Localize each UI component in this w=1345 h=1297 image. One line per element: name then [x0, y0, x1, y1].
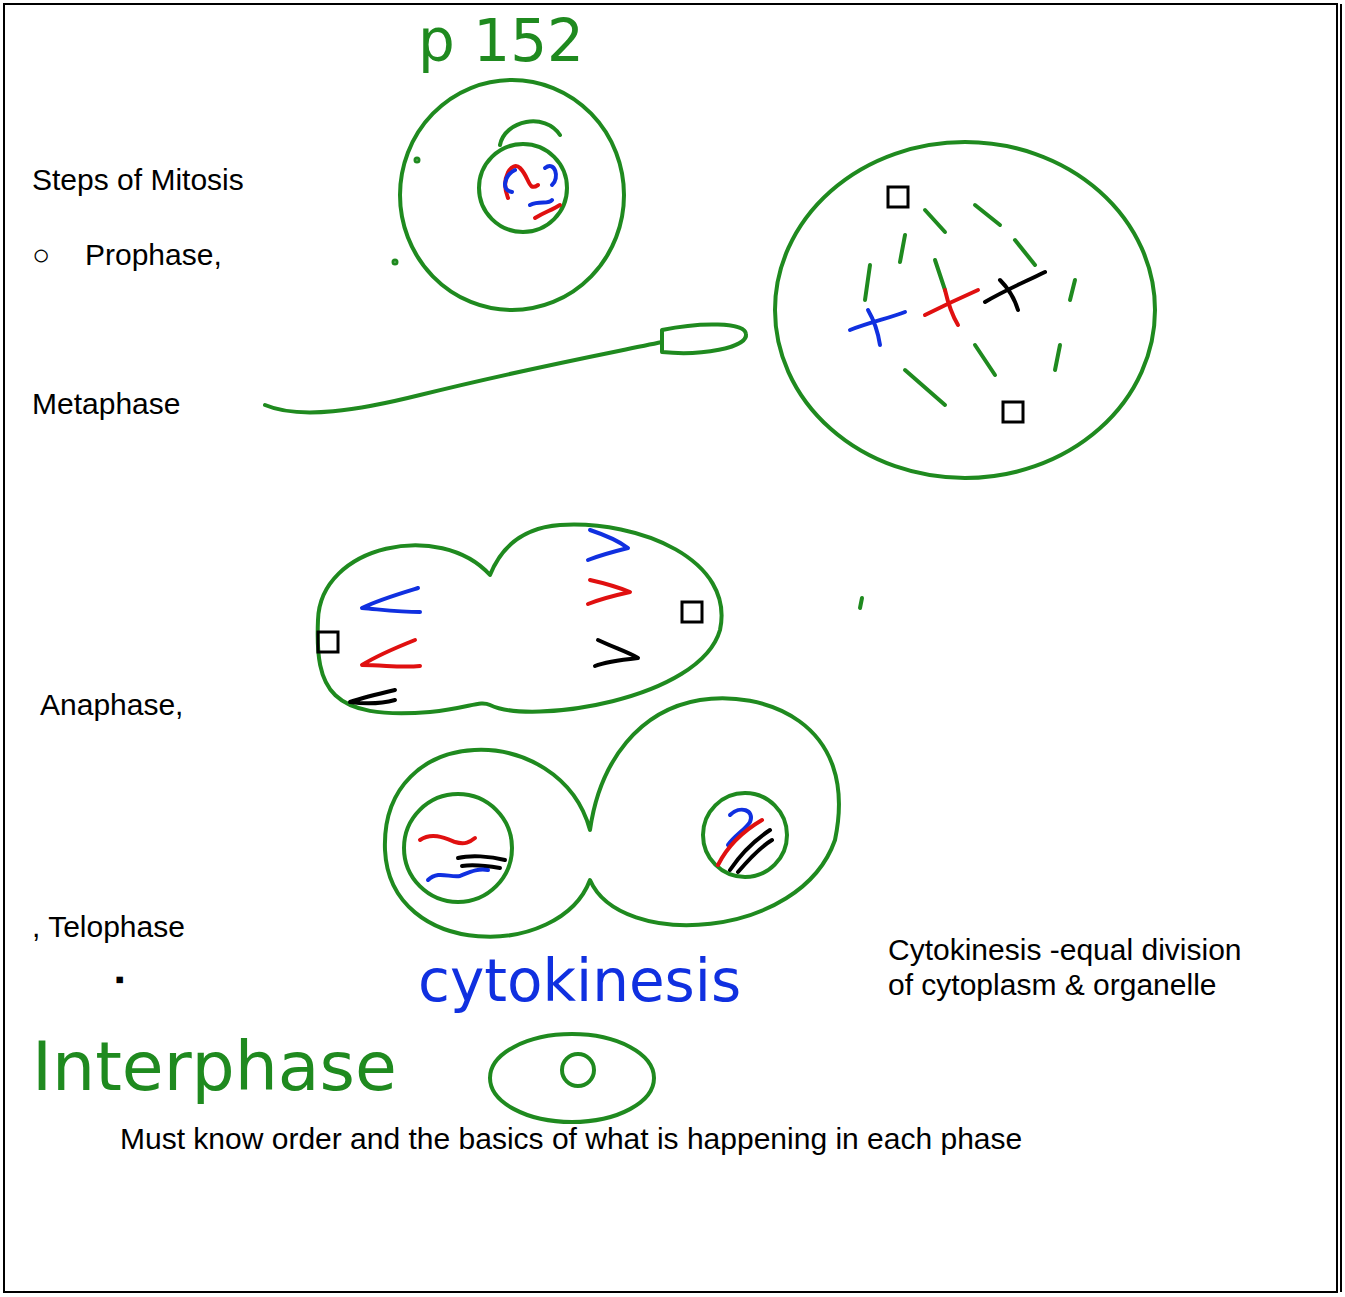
drawing-stroke — [1340, 4, 1342, 1292]
drawing-stroke — [860, 598, 862, 608]
drawing-stroke — [385, 698, 839, 936]
drawing-stroke — [888, 187, 908, 207]
drawing-stroke — [775, 142, 1155, 478]
drawing-stroke — [404, 794, 512, 902]
handwritten-label: cytokinesis — [418, 948, 741, 1015]
drawing-stroke — [865, 265, 870, 300]
drawing-stroke — [985, 272, 1045, 310]
phase-label: Anaphase, — [40, 688, 183, 723]
drawing-stroke — [562, 1054, 594, 1086]
drawing-stroke — [595, 640, 638, 666]
drawing-stroke — [925, 210, 945, 232]
drawing-stroke — [975, 205, 1000, 225]
page-border — [4, 4, 1341, 1292]
phase-label: Metaphase — [32, 387, 180, 422]
drawing-stroke — [1055, 345, 1060, 370]
drawing-stroke — [350, 690, 395, 703]
drawing-stroke — [490, 1034, 654, 1122]
drawing-stroke — [458, 856, 505, 868]
drawing-stroke — [1070, 280, 1075, 300]
centrioles — [318, 187, 1023, 652]
drawing-stroke — [1015, 240, 1035, 265]
drawing-stroke — [975, 345, 995, 375]
definition-note: Cytokinesis -equal division of cytoplasm… — [888, 933, 1268, 1002]
drawing-stroke — [588, 580, 630, 604]
drawing-stroke — [416, 159, 419, 162]
drawing-stroke — [420, 836, 475, 843]
drawing-stroke — [318, 525, 722, 714]
study-note: Must know order and the basics of what i… — [120, 1122, 1022, 1157]
drawing-stroke — [318, 632, 338, 652]
drawing-stroke — [535, 205, 560, 218]
drawing-stroke — [545, 166, 556, 185]
drawing-stroke — [900, 235, 905, 262]
drawing-stroke — [588, 530, 628, 560]
drawing-stroke — [428, 869, 488, 880]
drawing-stroke — [400, 80, 624, 310]
bullet: ○ — [32, 238, 50, 273]
drawing-stroke — [905, 370, 945, 405]
drawing-stroke — [479, 144, 567, 232]
heading: Steps of Mitosis — [32, 163, 244, 198]
drawing-stroke — [362, 588, 420, 612]
drawing-stroke — [505, 170, 552, 205]
drawing-stroke — [394, 261, 397, 264]
bullet: ▪ — [115, 965, 124, 995]
drawing-stroke — [362, 640, 420, 667]
chromosomes — [350, 166, 1045, 880]
page-number: p 152 — [418, 8, 584, 75]
drawing-stroke — [500, 121, 560, 145]
drawing-stroke — [4, 4, 1337, 1292]
phase-label: , Telophase — [32, 910, 185, 945]
drawing-stroke — [730, 830, 772, 872]
phase-label: Prophase, — [85, 238, 222, 273]
handwritten-label: Interphase — [32, 1028, 397, 1106]
drawing-stroke — [1003, 402, 1023, 422]
drawing-stroke — [703, 793, 787, 877]
drawing-stroke — [850, 310, 905, 345]
drawing-stroke — [682, 602, 702, 622]
drawing-stroke — [662, 324, 746, 353]
drawing-stroke — [935, 260, 945, 290]
drawing-stroke — [925, 290, 978, 325]
drawing-stroke — [265, 342, 662, 412]
